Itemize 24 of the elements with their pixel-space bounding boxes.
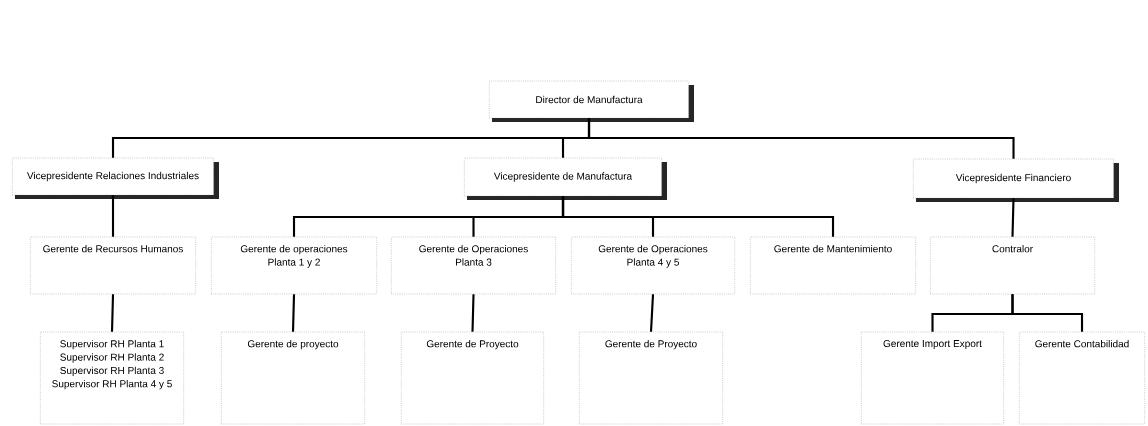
- connector-line: [649, 294, 655, 332]
- connector-line: [587, 118, 1015, 159]
- org-box: Gerente de Proyecto: [401, 331, 544, 425]
- org-box: Vicepresidente Relaciones Industriales: [12, 157, 219, 199]
- org-box: Vicepresidente de Manufactura: [464, 157, 667, 200]
- connector-line: [291, 294, 296, 332]
- org-box: Gerente de proyecto: [221, 331, 365, 425]
- org-box: Gerente de Recursos Humanos: [30, 236, 196, 295]
- connector-line: [1011, 294, 1084, 332]
- org-box: Contralor: [930, 236, 1095, 295]
- org-box: Gerente de Mantenimiento: [750, 236, 916, 295]
- org-box: Gerente de Operaciones Planta 3: [391, 236, 556, 295]
- org-box: Gerente Contabilidad: [1019, 331, 1145, 425]
- connector-line: [471, 294, 475, 332]
- connector-line: [111, 195, 115, 237]
- org-box: Vicepresidente Financiero: [913, 158, 1119, 202]
- org-box: Gerente de Proyecto: [579, 331, 723, 425]
- org-box: Director de Manufactura: [489, 80, 694, 122]
- org-box: Gerente de Operaciones Planta 4 y 5: [571, 236, 735, 295]
- org-box: Gerente de operaciones Planta 1 y 2: [211, 236, 377, 295]
- connector-line: [110, 294, 115, 332]
- org-box: Supervisor RH Planta 1 Supervisor RH Planta 2 Supervisor RH Planta 3 Supervisor RH Planta 4 y 5: [40, 331, 184, 425]
- org-box: Gerente Import Export: [861, 331, 1004, 425]
- connector-line: [1011, 198, 1015, 237]
